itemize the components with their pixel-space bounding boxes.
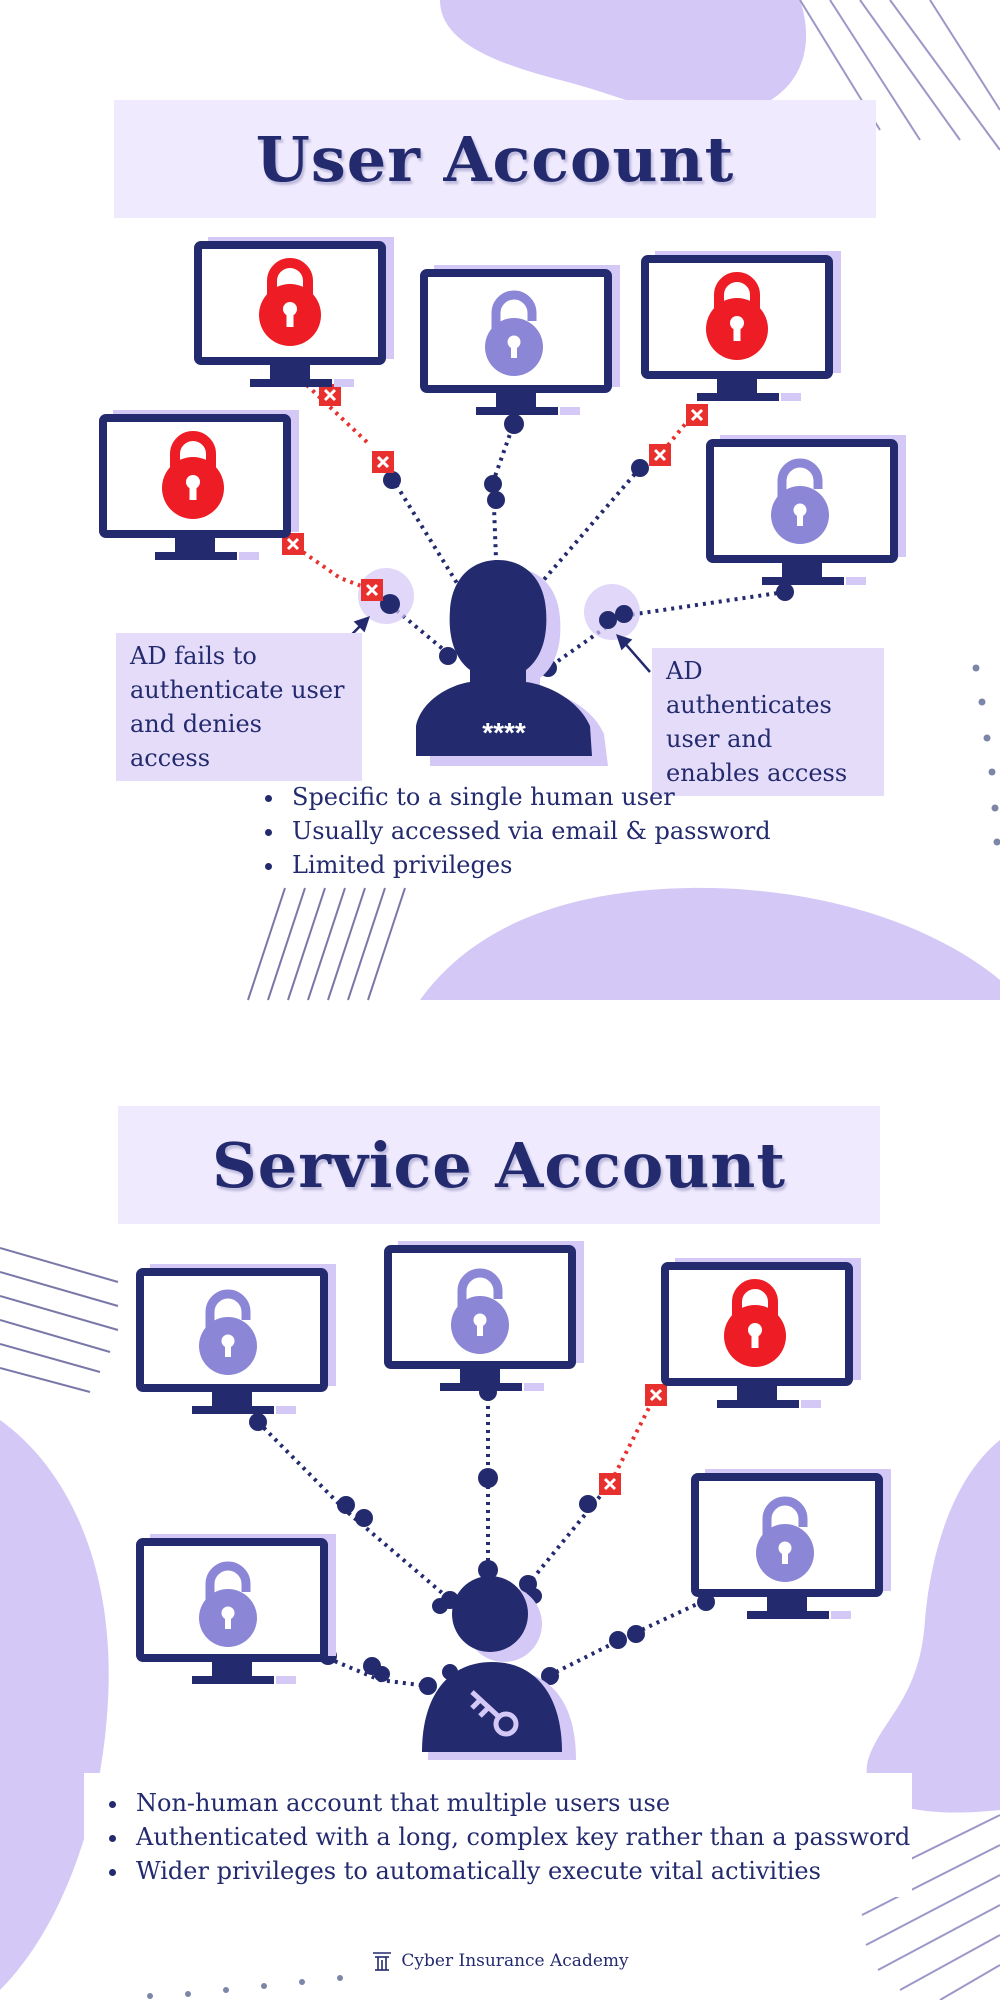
bullet-item: Wider privileges to automatically execut… [130, 1854, 910, 1888]
section1-hatch [247, 887, 406, 1001]
service-monitor-5 [695, 1469, 891, 1619]
connection-monitor-5 [546, 590, 786, 670]
connection-monitor-3-denied [638, 410, 697, 470]
section2-left-hatch [0, 1247, 119, 1393]
academy-logo-icon [373, 1952, 392, 1971]
user-account-title-box: User Account [114, 100, 876, 218]
password-mask-text: **** [482, 717, 526, 748]
section2-right-blob [866, 1440, 1000, 1813]
service-connection-5 [547, 1596, 711, 1678]
bottom-dots [147, 1975, 343, 1999]
footer: Cyber Insurance Academy [0, 1950, 1000, 1972]
callout-ad-denies: AD fails to authenticate user and denies… [116, 633, 362, 781]
callout-ad-authenticates: AD authenticates user and enables access [652, 648, 884, 796]
footer-brand: Cyber Insurance Academy [401, 1951, 629, 1971]
user-person-icon: **** [416, 560, 608, 766]
service-monitor-3 [665, 1258, 861, 1408]
service-connection-3-denied [608, 1393, 658, 1485]
service-monitor-4 [140, 1534, 336, 1684]
service-monitor-1 [140, 1264, 336, 1414]
service-connection-3 [528, 1482, 612, 1584]
top-blob [440, 0, 807, 116]
bullet-item: Specific to a single human user [286, 780, 771, 814]
bottom-right-hatch [857, 1814, 1000, 2000]
section1-bottom-blob [420, 887, 1000, 1000]
right-dots [972, 664, 1000, 846]
deny-x-mark [643, 1382, 669, 1408]
connection-monitor-1 [390, 476, 462, 590]
service-person-icon [422, 1576, 576, 1760]
key-icon [470, 1690, 519, 1737]
bullet-item: Non-human account that multiple users us… [130, 1786, 910, 1820]
service-account-title-box: Service Account [118, 1106, 880, 1224]
service-account-title: Service Account [212, 1128, 786, 1202]
bullet-item: Usually accessed via email & password [286, 814, 771, 848]
service-monitor-2 [388, 1241, 584, 1391]
section2-left-blob [0, 1420, 109, 1990]
bullet-item: Authenticated with a long, complex key r… [130, 1820, 910, 1854]
service-bullets-panel [84, 1773, 912, 1897]
deny-x-mark [597, 1471, 623, 1497]
connection-monitor-3 [533, 466, 642, 592]
service-connection-1 [256, 1420, 450, 1600]
user-account-bullets: Specific to a single human user Usually … [252, 780, 771, 882]
user-account-title: User Account [255, 122, 735, 196]
service-account-bullets: Non-human account that multiple users us… [96, 1786, 910, 1888]
bullet-item: Limited privileges [286, 848, 771, 882]
